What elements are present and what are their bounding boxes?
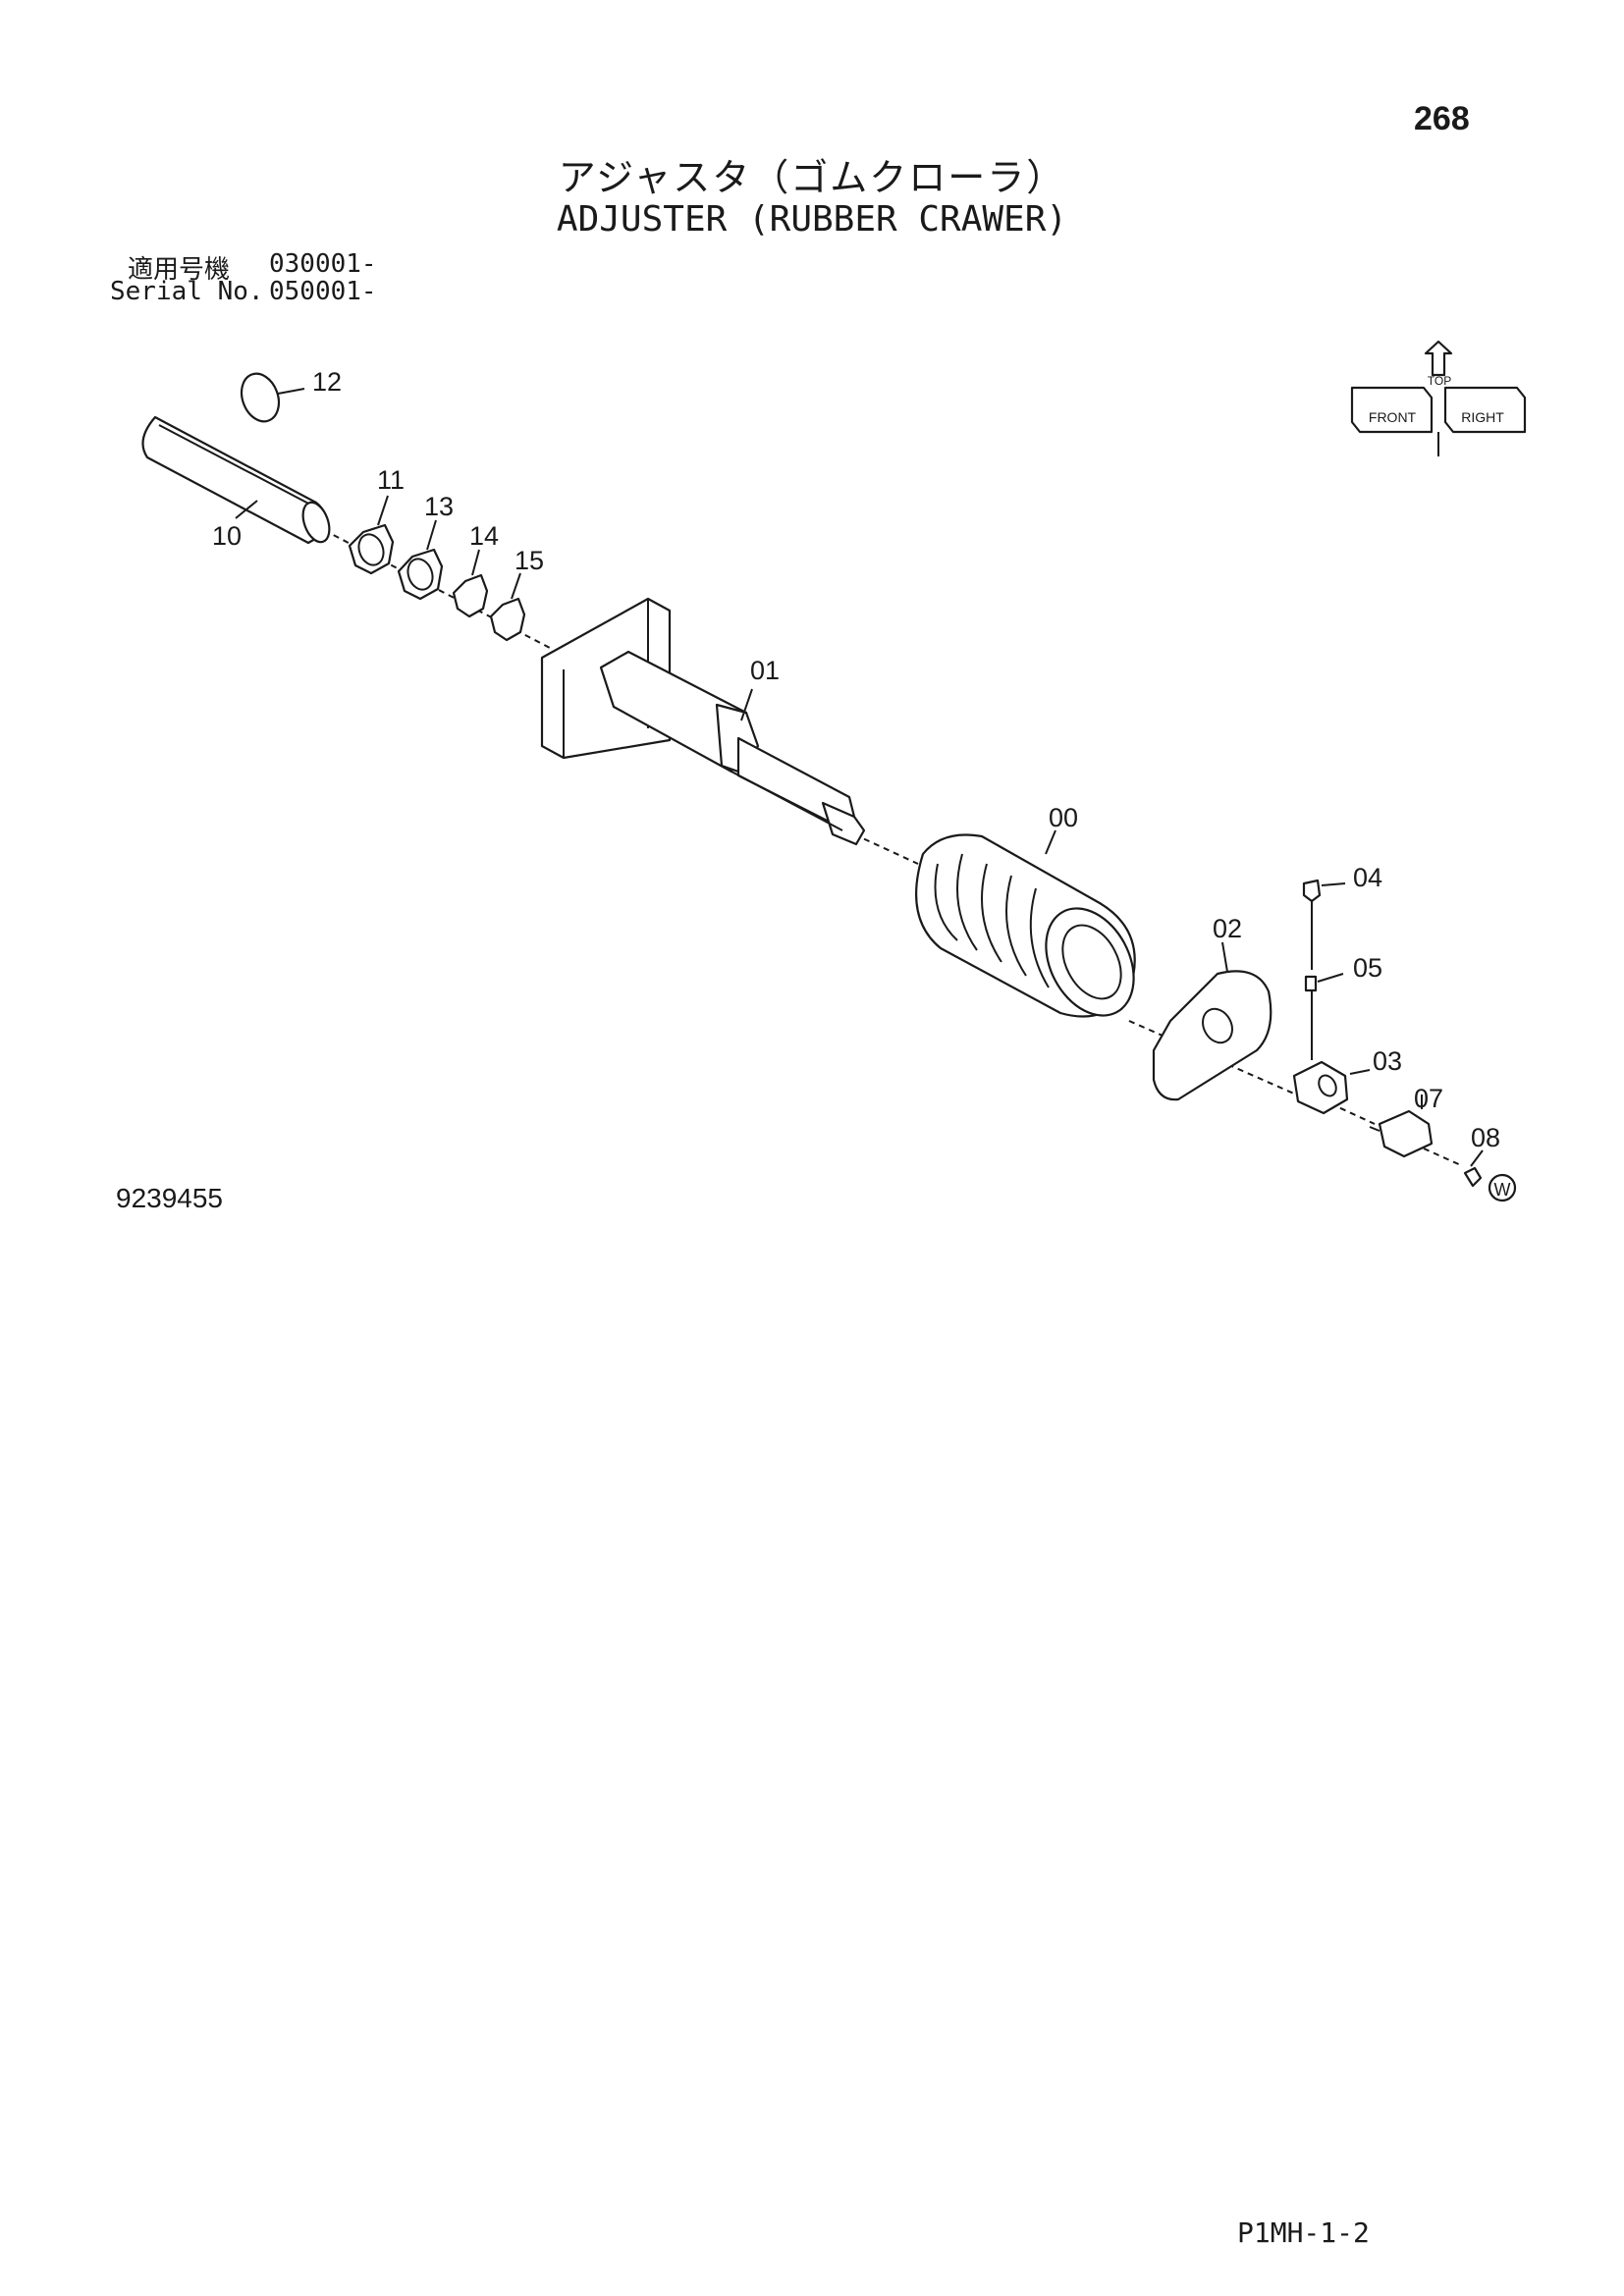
part-12-snap-ring	[240, 372, 305, 423]
part-04-grease-fitting	[1302, 879, 1346, 970]
orientation-label-top: TOP	[1428, 374, 1451, 388]
part-07-check-valve	[1369, 1095, 1434, 1158]
part-03-valve-body	[1292, 1060, 1371, 1115]
callout-05: 05	[1353, 953, 1382, 983]
orientation-label-right: RIGHT	[1461, 409, 1504, 425]
callout-12: 12	[312, 367, 342, 397]
callout-02: 02	[1213, 914, 1242, 943]
part-10-rod	[141, 415, 331, 545]
title-english: ADJUSTER (RUBBER CRAWER)	[556, 199, 1068, 240]
figure-number: 9239455	[116, 1183, 224, 1213]
applicability-label-ja: 適用号機	[128, 255, 231, 285]
callout-13: 13	[424, 492, 454, 521]
callout-15: 15	[514, 546, 544, 575]
part-00-bellows	[915, 829, 1136, 1018]
part-08-screw	[1463, 1149, 1484, 1188]
part-15-washer	[489, 572, 526, 642]
note-symbol-w: W	[1488, 1173, 1517, 1202]
orientation-label-front: FRONT	[1369, 409, 1417, 425]
callout-01: 01	[750, 656, 780, 685]
page-number: 268	[1414, 100, 1470, 137]
part-13-nut	[397, 519, 444, 601]
callout-03: 03	[1373, 1046, 1402, 1076]
callout-04: 04	[1353, 863, 1382, 892]
part-02-bracket	[1152, 941, 1272, 1101]
serial-number-value: 050001-	[269, 277, 377, 306]
callout-07: 07	[1414, 1084, 1443, 1113]
callout-11: 11	[377, 465, 405, 495]
orientation-indicator: FRONT RIGHT TOP	[1350, 340, 1527, 456]
serial-number-label: Serial No.	[110, 277, 264, 306]
title-japanese: アジャスタ（ゴムクローラ）	[558, 156, 1066, 199]
part-05-spring	[1304, 973, 1344, 1060]
callout-14: 14	[469, 521, 499, 551]
page-code: P1MH-1-2	[1237, 2216, 1370, 2249]
part-14-washer	[452, 549, 489, 618]
callout-00: 00	[1049, 803, 1078, 832]
note-symbol-text: W	[1494, 1180, 1511, 1200]
applicability-value-ja: 030001-	[269, 249, 377, 279]
callout-10: 10	[212, 521, 242, 551]
callout-08: 08	[1471, 1123, 1500, 1152]
part-01-cylinder	[540, 597, 866, 846]
part-11-nut	[348, 495, 395, 575]
